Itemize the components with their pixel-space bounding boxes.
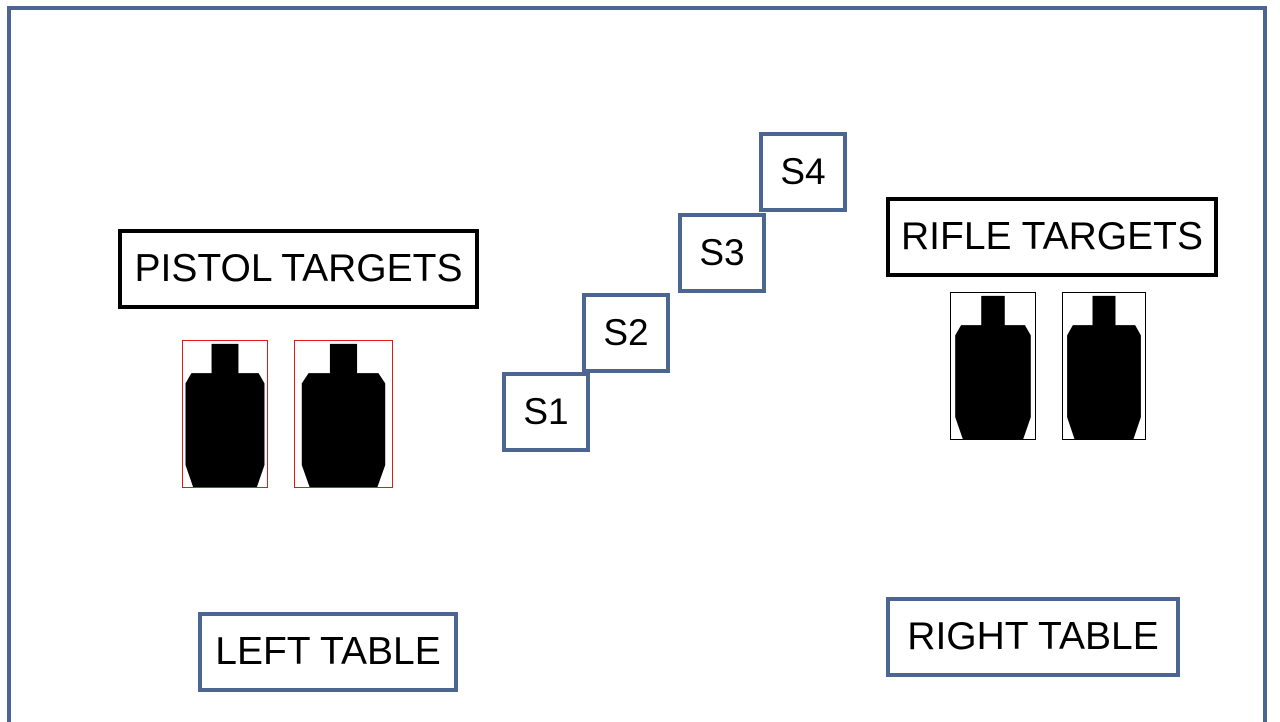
shooting-position-s4: S4	[759, 132, 847, 212]
shooting-position-s2: S2	[582, 293, 670, 373]
left-table-label: LEFT TABLE	[198, 612, 458, 692]
pistol-targets-label: PISTOL TARGETS	[118, 229, 479, 309]
silhouette-target-icon	[955, 295, 1031, 439]
right-table-label: RIGHT TABLE	[886, 597, 1180, 677]
pistol-target-1	[182, 340, 268, 488]
silhouette-target-icon	[1067, 295, 1141, 439]
shooting-position-s3: S3	[678, 213, 766, 293]
pistol-target-2	[294, 340, 393, 488]
silhouette-target-icon	[301, 343, 386, 487]
rifle-target-1	[950, 292, 1036, 440]
rifle-target-2	[1062, 292, 1146, 440]
rifle-targets-label: RIFLE TARGETS	[886, 197, 1218, 277]
stage-border	[7, 6, 1267, 722]
shooting-position-s1: S1	[502, 372, 590, 452]
silhouette-target-icon	[185, 343, 265, 487]
